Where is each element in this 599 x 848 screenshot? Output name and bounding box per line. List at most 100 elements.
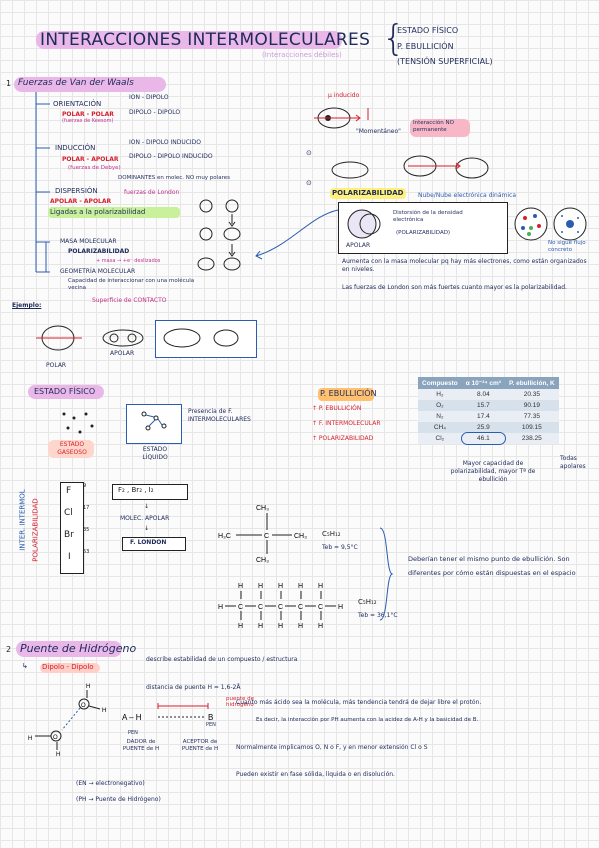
keesom-note: (fuerzas de Keesom): [62, 118, 114, 124]
table-cell: 46.1: [460, 432, 506, 445]
ebullicion-l2: ↑ F. INTERMOLECULAR: [312, 420, 381, 427]
estado-title: ESTADO FÍSICO: [34, 387, 96, 396]
circle-dot-2: ⊙: [306, 179, 312, 187]
ejemplo-box-molecules: [163, 328, 239, 348]
london-note: fuerzas de London: [124, 189, 180, 196]
element-f-number: 9: [83, 483, 87, 489]
table-cell: O₂: [418, 400, 462, 411]
electron-cloud-1: [514, 207, 548, 241]
describe-note: describe estabilidad de un compuesto / e…: [146, 656, 298, 663]
ejemplo-polar-label: POLAR: [46, 362, 67, 369]
c5-formula-2: C₅H₁₂: [358, 598, 377, 606]
masa-label: MASA MOLECULAR: [60, 238, 117, 245]
table-cell: 90.19: [504, 400, 559, 411]
teb-1: Teb = 9,5°C: [322, 544, 358, 551]
svg-text:H₃C: H₃C: [218, 533, 231, 540]
svg-text:H: H: [278, 583, 283, 590]
section1-heading: Fuerzas de Van der Waals: [18, 78, 134, 88]
legend-ph: (PH → Puente de Hidrógeno): [76, 796, 161, 803]
interaccion-np-label: Interacción NO permanente: [413, 120, 454, 133]
connector-arrow: [255, 209, 339, 260]
table-cell: 109.15: [504, 422, 559, 433]
induccion-label: INDUCCIÓN: [55, 144, 96, 152]
ion-dipolo-inducido: ION - DIPOLO INDUCIDO: [129, 139, 202, 146]
table-row: Cl₂ 46.1 238.25: [418, 432, 559, 445]
polar-apolar: POLAR - APOLAR: [62, 156, 119, 163]
dipolo-dipolo-label: Dipolo - Dipolo: [42, 663, 94, 671]
bullet-3: Pueden existir en fase sólida, líquida o…: [236, 771, 395, 778]
interaccion-np-highlight: [410, 119, 470, 137]
ebullicion-highlight: [318, 388, 374, 401]
apolar-label: APOLAR: [346, 242, 371, 249]
svg-text:CH₃: CH₃: [294, 533, 307, 540]
table-cell: 238.25: [504, 433, 559, 444]
mu-inducido-label: μ inducido: [328, 92, 360, 99]
arrow-down-2: ↓: [144, 525, 150, 532]
element-i-number: 53: [83, 549, 90, 555]
estado-highlight: [28, 385, 104, 399]
section2-number: 2: [6, 645, 12, 654]
brace: {: [382, 18, 405, 59]
table-cell: 77.35: [504, 411, 559, 422]
superficie-label: Superficie de CONTACTO: [92, 297, 167, 304]
momentaneo-diagram: [314, 107, 369, 129]
aceptor-label: ACEPTOR de PUENTE de H: [181, 739, 219, 752]
table-note-2: Todas apolares: [560, 455, 586, 470]
table-cell: CH₄: [418, 422, 462, 433]
table-row: CH₄ 25.9 109.15: [418, 422, 559, 433]
gas-particles: [62, 412, 94, 434]
distorsion-label: Distorsión de la densidad electrónica: [393, 210, 463, 223]
section2-highlight: [16, 641, 122, 657]
svg-text:H: H: [28, 736, 32, 742]
presencia-label: Presencia de F. INTERMOLECULARES: [188, 408, 251, 423]
table-header: α 10⁻²⁴ cm³: [461, 377, 505, 389]
arrow-down-1: ↓: [144, 503, 150, 510]
svg-text:O: O: [81, 703, 86, 709]
dipolo-dipolo-inducido: DIPOLO - DIPOLO INDUCIDO: [129, 153, 213, 160]
liquido-label: ESTADO LÍQUIDO: [142, 446, 168, 461]
polariz-small-label: (POLARIZABILIDAD): [396, 230, 451, 236]
table-header: Compuesto: [418, 377, 462, 389]
table-cell: 20.35: [504, 389, 559, 400]
page-subtitle: (Interacciones débiles): [262, 51, 342, 59]
london-strength-note: Las fuerzas de London son más fuertes cu…: [342, 284, 567, 291]
arrow-right-icon: ↳: [22, 662, 28, 670]
debye-note: (fuerzas de Debye): [68, 165, 121, 171]
svg-text:H: H: [56, 752, 60, 758]
dispersion-diagram: [197, 199, 241, 271]
svg-text:H: H: [258, 583, 263, 590]
svg-text:H: H: [278, 623, 283, 630]
header-ebullicion: P. EBULLICIÓN: [397, 42, 454, 51]
svg-text:C: C: [238, 604, 243, 611]
table-cell: H₂: [418, 389, 462, 400]
svg-text:H: H: [102, 708, 106, 714]
pen-label-2: PEN: [206, 722, 216, 728]
svg-text:A – H: A – H: [122, 713, 142, 722]
table-cell: Cl₂: [418, 433, 462, 444]
ah-b-diagram: A – H B: [122, 703, 213, 722]
table-cell: N₂: [418, 411, 462, 422]
geometria-label: GEOMETRÍA MOLECULAR: [60, 268, 136, 275]
svg-text:B: B: [208, 713, 213, 722]
element-i: I: [68, 552, 71, 562]
polarizabilidad-label: POLARIZABILIDAD: [68, 248, 130, 255]
momentaneo-label: "Momentáneo": [356, 128, 401, 135]
apolar-circles: [347, 209, 381, 239]
page-title: INTERACCIONES INTERMOLECULARES: [40, 30, 371, 50]
svg-text:H: H: [318, 583, 323, 590]
van-der-waals-tree-lines: [35, 92, 50, 273]
bullet-2: Normalmente implicamos O, N o F, y en me…: [236, 744, 428, 751]
dispersion-label: DISPERSIÓN: [55, 187, 98, 195]
ejemplo-apolar-molecule: [102, 329, 144, 347]
element-br-number: 35: [83, 527, 90, 533]
element-f: F: [66, 486, 72, 496]
ligadas-highlight: [48, 207, 180, 218]
table-cell: 8.04: [461, 389, 505, 400]
svg-text:H: H: [238, 623, 243, 630]
apolar-apolar: APOLAR - APOLAR: [50, 198, 112, 205]
header-estado: ESTADO FÍSICO: [397, 26, 459, 35]
ebullicion-title: P. EBULLICIÓN: [320, 389, 377, 398]
svg-text:H: H: [258, 623, 263, 630]
svg-text:H: H: [298, 623, 303, 630]
